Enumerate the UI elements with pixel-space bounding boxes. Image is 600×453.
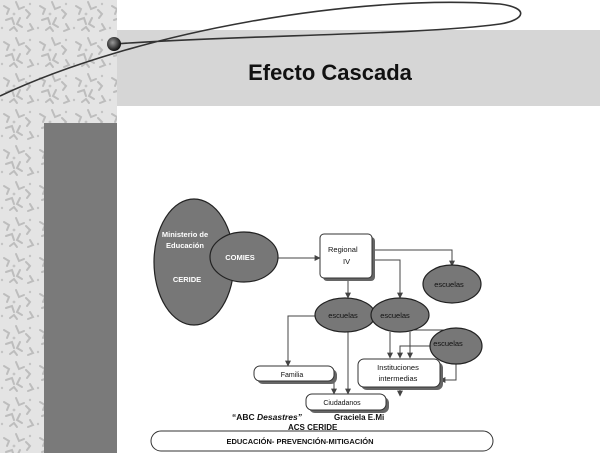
escuelas-label-left: escuelas	[328, 311, 358, 320]
acs-ceride-label: ACS CERIDE	[288, 423, 338, 432]
graciela-label: Graciela E.Mi	[334, 413, 384, 422]
familia-box	[253, 365, 335, 382]
familia-label: Familia	[281, 372, 304, 379]
bottom-banner	[150, 430, 494, 452]
regional-label-1: Regional	[328, 245, 358, 254]
comies-ellipse	[209, 231, 279, 283]
ciudadanos-label: Ciudadanos	[323, 400, 361, 407]
instituciones-label-1: Instituciones	[377, 363, 419, 372]
instituciones-box	[357, 358, 441, 388]
escuelas-ellipse-lower	[429, 327, 483, 365]
escuelas-label-right: escuelas	[434, 280, 464, 289]
title-band	[117, 30, 600, 106]
ceride-label: CERIDE	[173, 275, 201, 284]
ministerio-label-2: Educación	[166, 241, 204, 250]
swoosh-curve	[0, 1, 522, 97]
arrow-regional-escuelas-right	[374, 249, 455, 267]
ciudadanos-box	[305, 393, 387, 411]
side-bar	[44, 123, 117, 453]
escuelas-label-mid: escuelas	[380, 311, 410, 320]
regional-label-2: IV	[343, 257, 350, 266]
regional-box	[319, 233, 373, 279]
escuelas-ellipse-mid	[370, 297, 430, 333]
page-title: Efecto Cascada	[248, 60, 413, 85]
abc-desastres-label: “ABC Desastres”	[232, 412, 303, 422]
arrow-escuelas3-instituciones	[397, 345, 432, 359]
ministerio-label-1: Ministerio de	[162, 230, 208, 239]
instituciones-label-2: intermedias	[379, 374, 418, 383]
comies-label: COMIES	[225, 253, 255, 262]
bottom-banner-label: EDUCACIÓN- PREVENCIÓN-MITIGACIÓN	[226, 437, 373, 446]
arrow-escuelas3-ciudadanos	[439, 362, 457, 383]
escuelas-ellipse-right	[422, 264, 482, 304]
arrow-escuelas-familia	[285, 315, 318, 367]
arrow-regional-escuelas-mid	[374, 259, 403, 299]
bead-icon	[107, 37, 121, 51]
escuelas-label-lower: escuelas	[433, 339, 463, 348]
